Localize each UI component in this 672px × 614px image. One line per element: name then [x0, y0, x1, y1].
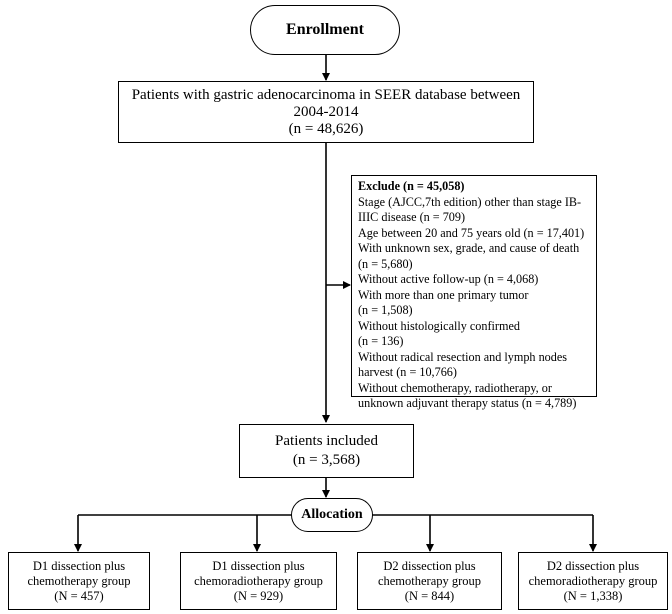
patients-included-box: Patients included (n = 3,568) — [239, 424, 414, 478]
group-line: chemotherapy group — [377, 573, 482, 588]
exclude-line: Without radical resection and lymph node… — [358, 349, 568, 364]
enrollment-label: Enrollment — [286, 21, 364, 38]
exclude-line: IIIC disease (n = 709) — [358, 210, 466, 224]
exclude-line: Without chemotherapy, radiotherapy, or — [358, 380, 552, 395]
exclude-line: (n = 1,508) — [358, 303, 413, 317]
group-line: chemoradiotherapy group — [528, 573, 658, 588]
enrollment-node: Enrollment — [250, 5, 400, 55]
exclude-box: Exclude (n = 45,058) Stage (AJCC,7th edi… — [351, 175, 597, 410]
exclude-line: With unknown sex, grade, and cause of de… — [358, 241, 580, 255]
exclude-line: harvest (n = 10,766) — [358, 365, 457, 379]
group-box-d2-chemotherapy: D2 dissection plus chemotherapy group (N… — [357, 552, 502, 610]
exclude-line: With more than one primary tumor — [358, 287, 529, 302]
group-count: (N = 844) — [404, 588, 455, 603]
group-count: (N = 1,338) — [563, 588, 623, 603]
patients-included-label: Patients included — [275, 433, 378, 449]
group-box-d1-chemoradiotherapy: D1 dissection plus chemoradiotherapy gro… — [180, 552, 337, 610]
group-count: (N = 457) — [54, 588, 104, 603]
exclude-line: Without active follow-up (n = 4,068) — [358, 272, 539, 286]
group-line: chemoradiotherapy group — [194, 573, 323, 588]
exclude-line: (n = 5,680) — [358, 256, 413, 271]
exclude-line: Stage (AJCC,7th edition) other than stag… — [358, 194, 582, 209]
group-count: (N = 929) — [233, 588, 284, 603]
patients-source-box: Patients with gastric adenocarcinoma in … — [118, 81, 534, 143]
patients-source-count: (n = 48,626) — [288, 120, 364, 137]
exclude-title: Exclude (n = 45,058) — [358, 179, 465, 193]
group-line: D1 dissection plus — [32, 558, 126, 573]
patients-source-line-2: 2004-2014 — [293, 103, 359, 120]
patients-source-line-1: Patients with gastric adenocarcinoma in … — [131, 86, 521, 103]
patients-included-count: (n = 3,568) — [292, 452, 361, 468]
exclude-line: Age between 20 and 75 years old (n = 17,… — [358, 225, 585, 240]
group-line: chemotherapy group — [27, 573, 131, 588]
group-line: D1 dissection plus — [212, 558, 305, 573]
group-line: D2 dissection plus — [383, 558, 476, 573]
exclude-line: unknown adjuvant therapy status (n = 4,7… — [358, 396, 577, 410]
exclude-line: (n = 136) — [358, 334, 404, 348]
group-line: D2 dissection plus — [546, 558, 640, 573]
allocation-node: Allocation — [291, 498, 373, 532]
group-box-d2-chemoradiotherapy: D2 dissection plus chemoradiotherapy gro… — [518, 552, 668, 610]
group-box-d1-chemotherapy: D1 dissection plus chemotherapy group (N… — [8, 552, 150, 610]
allocation-label: Allocation — [301, 507, 363, 522]
exclude-line: Without histologically confirmed — [358, 318, 520, 333]
